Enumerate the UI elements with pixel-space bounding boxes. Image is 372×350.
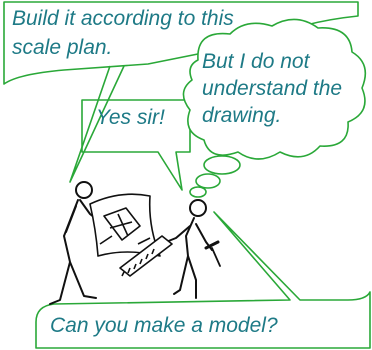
worker-thought-line-2: understand the: [202, 77, 343, 100]
worker-thought-text: But I do not understand the drawing.: [202, 48, 342, 129]
thought-dot-small: [189, 186, 207, 198]
scale-plan-sheet-icon: [89, 193, 161, 257]
manager-instruction-line-1: Build it according to this: [12, 7, 234, 30]
thought-dot-medium: [195, 173, 221, 189]
question-bubble: [35, 211, 371, 349]
thought-dot-large: [203, 155, 241, 175]
question-text: Can you make a model?: [50, 314, 278, 337]
thought-cloud: [182, 18, 367, 160]
hammer-icon: [204, 240, 221, 267]
manager-instruction-text: Build it according to this scale plan.: [12, 4, 234, 62]
worker-reply-text: Yes sir!: [96, 106, 165, 129]
manager-instruction-line-2: scale plan.: [12, 36, 113, 59]
hand-saw-icon: [119, 235, 173, 277]
worker-thought-line-1: But I do not: [202, 50, 310, 73]
worker-thought-line-3: drawing.: [202, 104, 282, 127]
manager-figure: [49, 181, 101, 305]
